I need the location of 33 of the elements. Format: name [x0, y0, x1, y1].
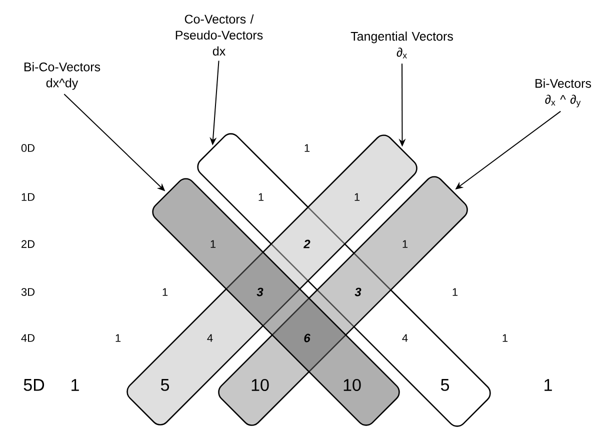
triangle-number: 3	[256, 288, 264, 296]
triangle-number: 4	[402, 334, 408, 342]
triangle-number: 1	[210, 240, 216, 248]
row-label: 1D	[22, 193, 34, 201]
triangle-number: 1	[116, 334, 121, 342]
triangle-number: 1	[162, 288, 168, 296]
triangle-number: 2	[303, 240, 310, 248]
triangle-number: 3	[354, 288, 362, 296]
row-label: 2D	[22, 240, 34, 248]
triangle-number: 5	[440, 379, 449, 391]
diagonal-band	[197, 133, 491, 427]
triangle-number: 1	[402, 240, 408, 248]
row-label: 4D	[21, 334, 34, 342]
triangle-number: 1	[304, 144, 310, 152]
triangle-number: 1	[72, 379, 79, 391]
triangle-number: 1	[544, 379, 552, 391]
row-label: 5D	[24, 379, 44, 391]
triangle-number: 1	[502, 334, 508, 342]
triangle-number: 1	[452, 288, 458, 296]
triangle-number: 6	[304, 334, 310, 342]
callout-text: Bi-Co-Vectors dx^dy	[24, 62, 100, 90]
callout-text: Tangential Vectors ∂$_{x}$	[350, 32, 453, 58]
triangle-number: 1	[258, 193, 264, 201]
row-label: 3D	[21, 288, 34, 296]
callout-text: Bi-Vectors ∂$_{x}$ ^ ∂$_{y}$	[536, 78, 592, 108]
triangle-number: 4	[207, 334, 213, 342]
triangle-number: 1	[354, 193, 360, 201]
row-label: 0D	[21, 144, 34, 152]
diagonal-band	[126, 134, 418, 426]
triangle-number: 10	[344, 378, 361, 391]
triangle-number: 5	[160, 379, 170, 391]
callout-text: Co-Vectors / Pseudo-Vectors dx	[176, 14, 263, 56]
triangle-number: 10	[252, 378, 269, 391]
